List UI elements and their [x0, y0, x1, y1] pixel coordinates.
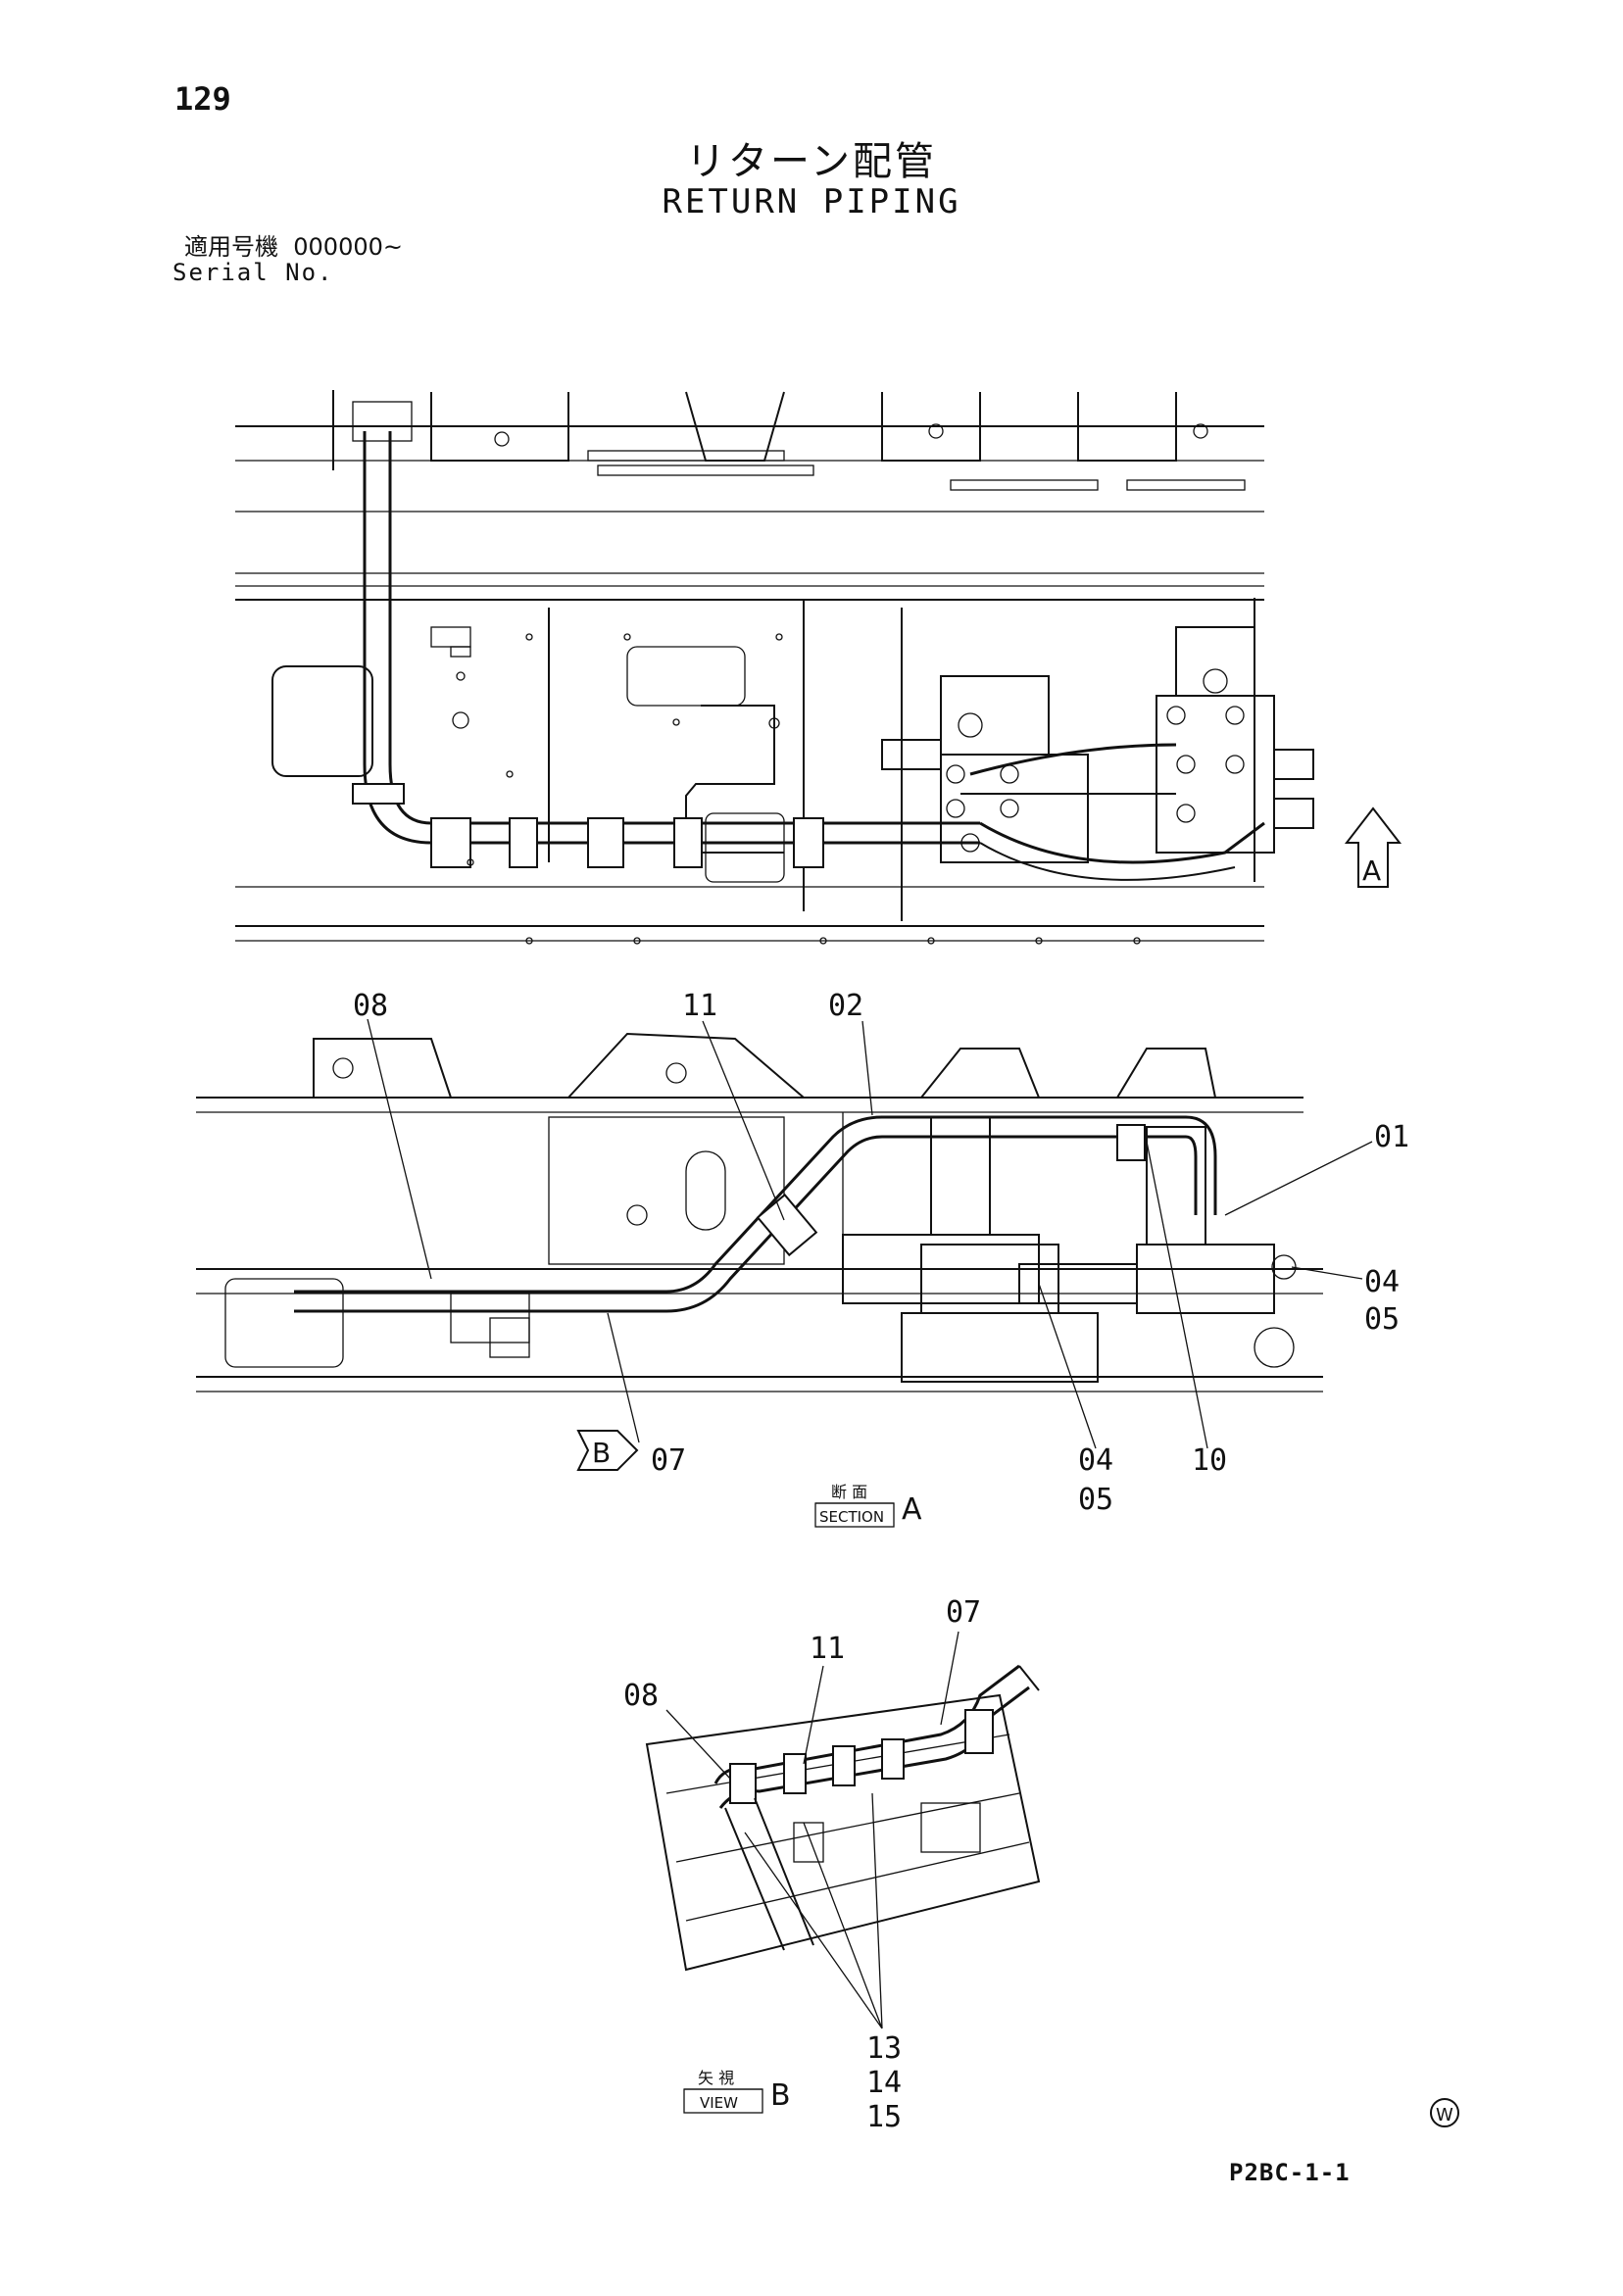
callout-05: 05: [1078, 1483, 1113, 1517]
page-title: RETURN PIPING: [662, 182, 961, 221]
callout-15: 15: [866, 2100, 902, 2134]
callout-08: 08: [353, 989, 388, 1023]
callout-02: 02: [828, 989, 863, 1023]
callout-10: 10: [1192, 1443, 1227, 1478]
callout-11: 11: [810, 1632, 845, 1666]
callout-08: 08: [623, 1679, 659, 1713]
document-code: P2BC-1-1: [1229, 2159, 1351, 2186]
callout-04: 04: [1364, 1265, 1400, 1299]
callout-11: 11: [682, 989, 717, 1023]
svg-text:W: W: [1436, 2105, 1453, 2125]
svg-text:断 面: 断 面: [831, 1483, 867, 1501]
section-a-tag: 断 面 SECTION A: [814, 1483, 922, 1528]
callout-07: 07: [946, 1595, 981, 1630]
callout-14: 14: [866, 2066, 902, 2100]
serial-label: Serial No.: [172, 259, 334, 286]
view-b-tag: 矢 視 VIEW B: [683, 2069, 791, 2114]
view-b: 07 11 08 13 14 15 矢 視 VIEW B: [623, 1595, 1041, 2134]
svg-text:B: B: [770, 2078, 791, 2113]
svg-text:A: A: [1362, 855, 1381, 887]
page-title-japanese: リターン配管: [686, 139, 937, 184]
svg-text:SECTION: SECTION: [819, 1508, 884, 1526]
callout-01: 01: [1374, 1120, 1409, 1154]
callout-13: 13: [866, 2031, 902, 2066]
svg-text:矢 視: 矢 視: [698, 2069, 734, 2087]
serial-label-japanese: 適用号機: [184, 233, 278, 261]
page-number: 129: [174, 80, 231, 118]
callout-05: 05: [1364, 1302, 1400, 1337]
callout-04: 04: [1078, 1443, 1113, 1478]
serial-value: 000000~: [293, 233, 403, 261]
top-plan-view: A: [235, 390, 1402, 945]
section-a-view: B 08 11 02 01 04 05 07 04 05 10 断 面 SECT…: [196, 989, 1409, 1528]
view-arrow-a: A: [1344, 806, 1402, 888]
svg-text:VIEW: VIEW: [700, 2094, 738, 2112]
callout-07: 07: [651, 1443, 686, 1478]
svg-text:A: A: [902, 1492, 922, 1527]
serial-line-japanese: 適用号機 000000~: [184, 227, 403, 262]
control-valve-right: [1156, 626, 1314, 854]
svg-text:B: B: [592, 1437, 611, 1469]
view-arrow-b: B: [576, 1430, 639, 1471]
control-valve-left: [881, 675, 1089, 863]
corner-mark: W: [1430, 2098, 1459, 2127]
